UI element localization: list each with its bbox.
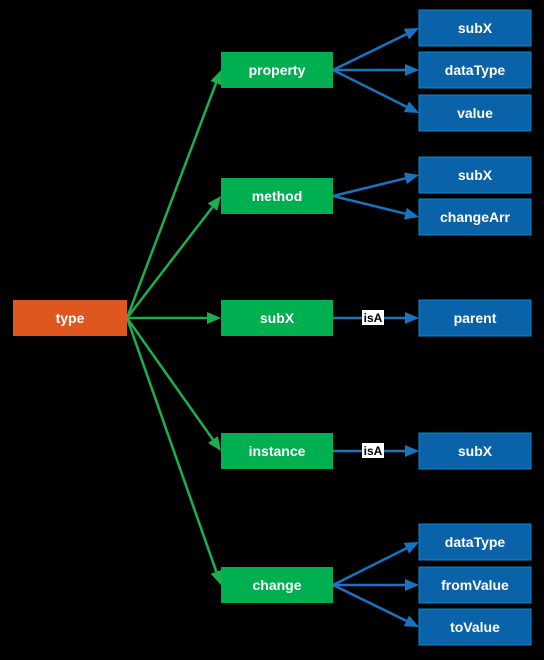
edge-change-to-data-type-line: [332, 547, 408, 587]
node-property-child-data-type-box: [418, 51, 532, 89]
edge-change-to-to-value: [332, 583, 419, 627]
edge-type-to-change-line: [125, 317, 218, 573]
node-property-child-sub-x: subX: [418, 9, 532, 47]
edge-type-to-method-arrowhead: [207, 196, 221, 211]
node-change-label: change: [252, 577, 301, 593]
node-property: property: [221, 52, 333, 88]
node-property-child-value-label: value: [457, 105, 493, 121]
edge-label-instance: isA: [362, 443, 384, 458]
edge-method-to-change-arr-line: [332, 194, 406, 215]
edge-type-to-property: [125, 70, 222, 319]
node-instance-child-sub-x-label: subX: [458, 443, 493, 459]
node-method-box: [221, 178, 333, 214]
node-property-box: [221, 52, 333, 88]
edge-type-to-instance-line: [125, 317, 214, 441]
edge-type-to-method-line: [126, 206, 214, 319]
edge-property-to-sub-x-line: [332, 33, 407, 72]
node-change-child-to-value-label: toValue: [450, 619, 500, 635]
edge-method-to-sub-x-line: [332, 177, 406, 198]
node-change-child-from-value: fromValue: [418, 566, 532, 604]
node-method-child-change-arr-label: changeArr: [440, 209, 511, 225]
node-method-child-sub-x: subX: [418, 156, 532, 194]
node-instance-child-sub-x: subX: [418, 432, 532, 470]
node-instance-label: instance: [249, 443, 306, 459]
edge-property-to-value-line: [332, 68, 408, 108]
node-method-label: method: [252, 188, 303, 204]
node-sub-x-box: [221, 300, 333, 336]
node-method-child-sub-x-label: subX: [458, 167, 493, 183]
edge-method-to-change-arr-arrowhead: [403, 207, 419, 220]
node-property-child-value-box: [418, 94, 532, 132]
node-property-child-sub-x-box: [418, 9, 532, 47]
edge-property-to-sub-x-arrowhead: [403, 28, 419, 40]
edges-layer: isA isA: [125, 28, 419, 627]
edge-type-to-change-arrowhead: [210, 569, 223, 585]
edge-change-to-from-value: [333, 579, 419, 591]
node-change-child-to-value-box: [418, 608, 532, 646]
node-change-box: [221, 567, 333, 603]
edge-change-to-data-type-arrowhead: [403, 542, 419, 554]
node-instance-box: [221, 433, 333, 469]
edge-label-background: [362, 310, 384, 325]
edge-type-to-instance: [125, 317, 221, 451]
node-change-child-data-type-label: dataType: [445, 534, 506, 550]
node-property-label: property: [249, 62, 306, 78]
node-change-child-to-value: toValue: [418, 608, 532, 646]
node-method: method: [221, 178, 333, 214]
edge-property-to-data-type-arrowhead: [405, 64, 419, 76]
edge-label-sub-x: isA: [362, 310, 384, 325]
edge-type-to-property-line: [125, 82, 218, 319]
node-property-child-sub-x-label: subX: [458, 20, 493, 36]
edge-type-to-instance-arrowhead: [208, 436, 221, 451]
edge-instance-to-sub-x-arrowhead: [405, 445, 419, 457]
node-change-child-data-type: dataType: [418, 523, 532, 561]
edge-property-to-data-type: [333, 64, 419, 76]
edge-type-to-sub-x: [127, 312, 221, 324]
node-change-child-from-value-box: [418, 566, 532, 604]
node-type-box: [13, 300, 127, 336]
edge-type-to-method: [126, 196, 221, 319]
edge-type-to-property-arrowhead: [210, 70, 222, 86]
edge-property-to-value: [332, 68, 419, 113]
edge-property-to-sub-x: [332, 28, 419, 72]
node-type-label: type: [56, 310, 85, 326]
node-sub-x-child-parent-box: [418, 299, 532, 337]
edge-label-background: [362, 443, 384, 458]
node-property-child-data-type-label: dataType: [445, 62, 506, 78]
node-property-child-data-type: dataType: [418, 51, 532, 89]
edge-method-to-sub-x-arrowhead: [403, 172, 419, 185]
node-change-child-from-value-label: fromValue: [441, 577, 509, 593]
node-type: type: [13, 300, 127, 336]
node-sub-x-child-parent-label: parent: [454, 310, 497, 326]
edge-sub-x-to-parent-arrowhead: [405, 312, 419, 324]
edge-method-to-sub-x: [332, 172, 419, 198]
edge-property-to-value-arrowhead: [403, 101, 419, 113]
nodes-layer: subX dataType value property subX changeArr me…: [13, 9, 532, 646]
node-method-child-change-arr: changeArr: [418, 198, 532, 236]
edge-method-to-change-arr: [332, 194, 419, 220]
node-property-child-value: value: [418, 94, 532, 132]
edge-change-to-data-type: [332, 542, 419, 587]
edge-label-text: isA: [364, 311, 383, 325]
node-instance-child-sub-x-box: [418, 432, 532, 470]
node-sub-x-label: subX: [260, 310, 295, 326]
edge-change-to-to-value-arrowhead: [403, 615, 419, 627]
node-method-child-change-arr-box: [418, 198, 532, 236]
edge-label-text: isA: [364, 444, 383, 458]
node-sub-x-child-parent: parent: [418, 299, 532, 337]
edge-change-to-from-value-arrowhead: [405, 579, 419, 591]
node-method-child-sub-x-box: [418, 156, 532, 194]
node-change-child-data-type-box: [418, 523, 532, 561]
edge-type-to-change: [125, 317, 223, 585]
node-change: change: [221, 567, 333, 603]
edge-change-to-to-value-line: [332, 583, 407, 622]
node-instance: instance: [221, 433, 333, 469]
node-sub-x: subX: [221, 300, 333, 336]
edge-type-to-sub-x-arrowhead: [207, 312, 221, 324]
